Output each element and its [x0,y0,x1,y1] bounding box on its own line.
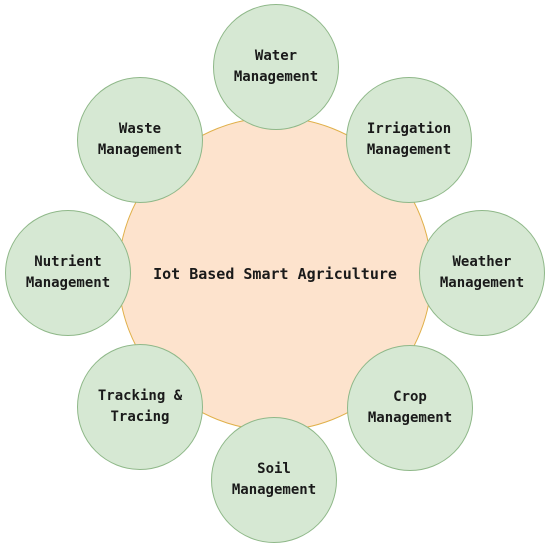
node-label-line1: Water [254,48,298,64]
node-label-line2: Management [97,142,183,158]
center-label: Iot Based Smart Agriculture [153,265,397,283]
node-label-line1: Tracking & [97,388,183,404]
node-label-line2: Management [231,482,317,498]
node-soil-management: Soil Management [211,417,337,543]
node-label-line2: Management [366,142,452,158]
node-label-line1: Irrigation [366,121,452,137]
node-label-line2: Management [367,410,453,426]
node-label-line2: Management [233,69,319,85]
node-nutrient-management: Nutrient Management [5,210,131,336]
node-weather-management: Weather Management [419,210,545,336]
node-irrigation-management: Irrigation Management [346,77,472,203]
node-label-line1: Crop [393,389,427,405]
node-waste-management: Waste Management [77,77,203,203]
node-label-line1: Soil [257,461,291,477]
node-crop-management: Crop Management [347,345,473,471]
node-tracking-tracing: Tracking & Tracing [77,344,203,470]
node-label-line2: Management [25,275,111,291]
node-label-line1: Nutrient [34,254,102,270]
node-label-line1: Waste [118,121,162,137]
node-water-management: Water Management [213,4,339,130]
node-label-line1: Weather [452,254,512,270]
node-label-line2: Management [439,275,525,291]
node-label-line2: Tracing [110,409,170,425]
